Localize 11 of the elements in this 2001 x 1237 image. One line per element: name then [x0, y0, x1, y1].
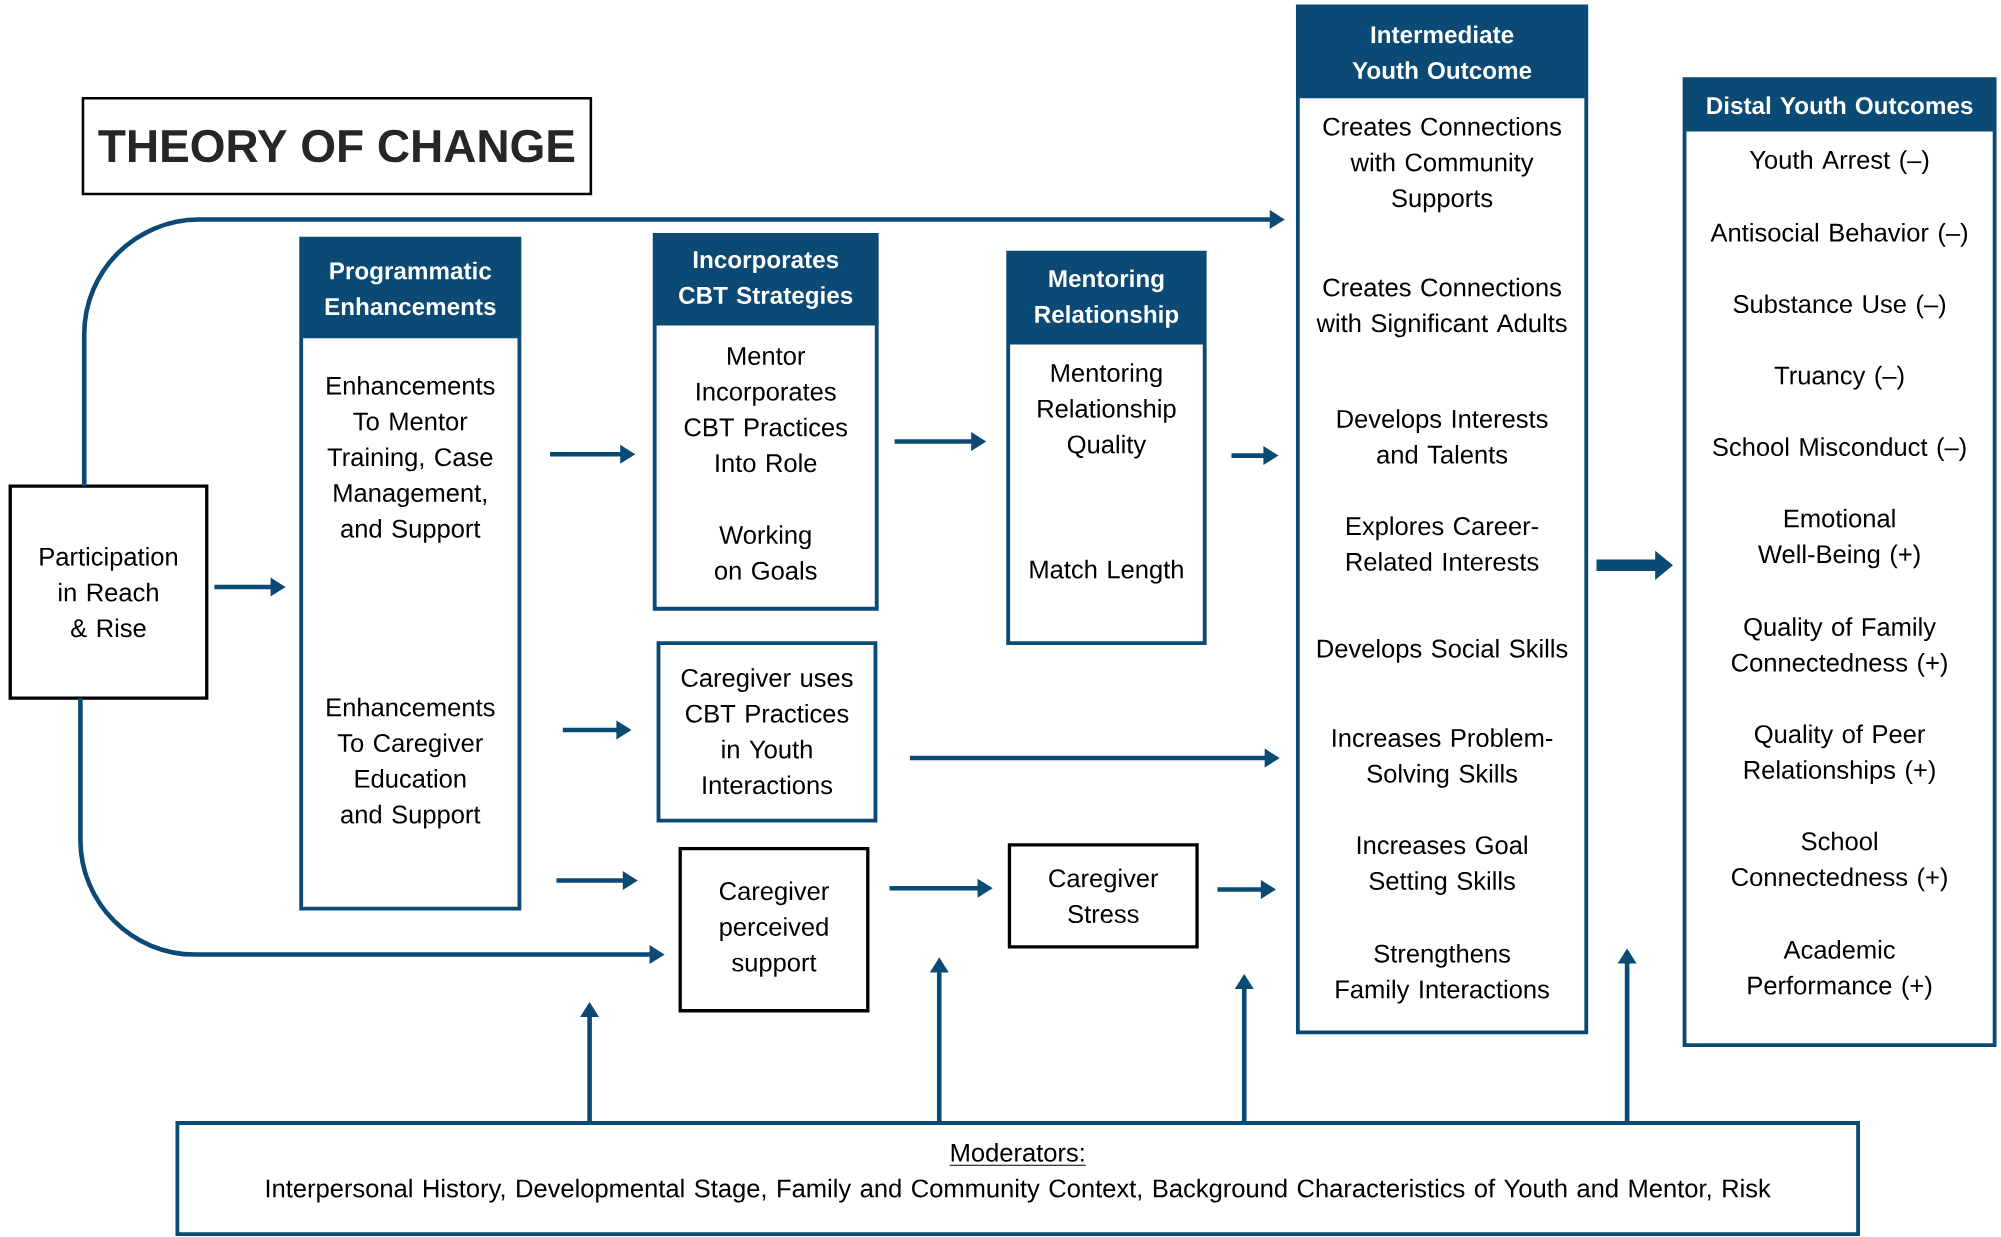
outcome-box: Distal Youth Outcomes Youth Arrest (–) Antisocial Behavior (–) Substance Use (–) Truancy (–) School Misconduct (–) Emotional Well-Being (+) Quality of Family Connectedness (+) Quality of Peer Relationships (+) School Connectedness (+) Academic Performance (+)	[1682, 77, 1997, 1048]
moderators-box: Moderators: Interpersonal History, Developmental Stage, Family and Community Context, Background Characteristics of Youth and Mentor, Risk	[175, 1121, 1860, 1237]
stage-box: Programmatic Enhancements Enhancements To Mentor Training, Case Management, and Support Enhancements To Caregiver Education and Support	[299, 236, 522, 911]
stage-box: Incorporates CBT Strategies Mentor Incorporates CBT Practices Into Role Working on Goals	[652, 233, 879, 611]
outcome-box: Intermediate Youth Outcome Creates Connections with Community Supports Creates Connections with Significant Adults Develops Interests and Talents Explores Career-Related Interests Develops Social Skills Increases Problem-Solving Skills Increases Goal Setting Skills Strengthens Family Interactions	[1295, 4, 1589, 1035]
process-box: Caregiver uses CBT Practices in Youth Interactions	[656, 641, 878, 823]
title-box: THEORY OF CHANGE	[81, 97, 593, 196]
process-box: Caregiver perceived support	[678, 847, 870, 1013]
stage-box: Mentoring Relationship Mentoring Relationship Quality Match Length	[1006, 250, 1207, 646]
process-box: Caregiver Stress	[1007, 843, 1199, 949]
start-box: Participation in Reach & Rise	[8, 484, 209, 700]
